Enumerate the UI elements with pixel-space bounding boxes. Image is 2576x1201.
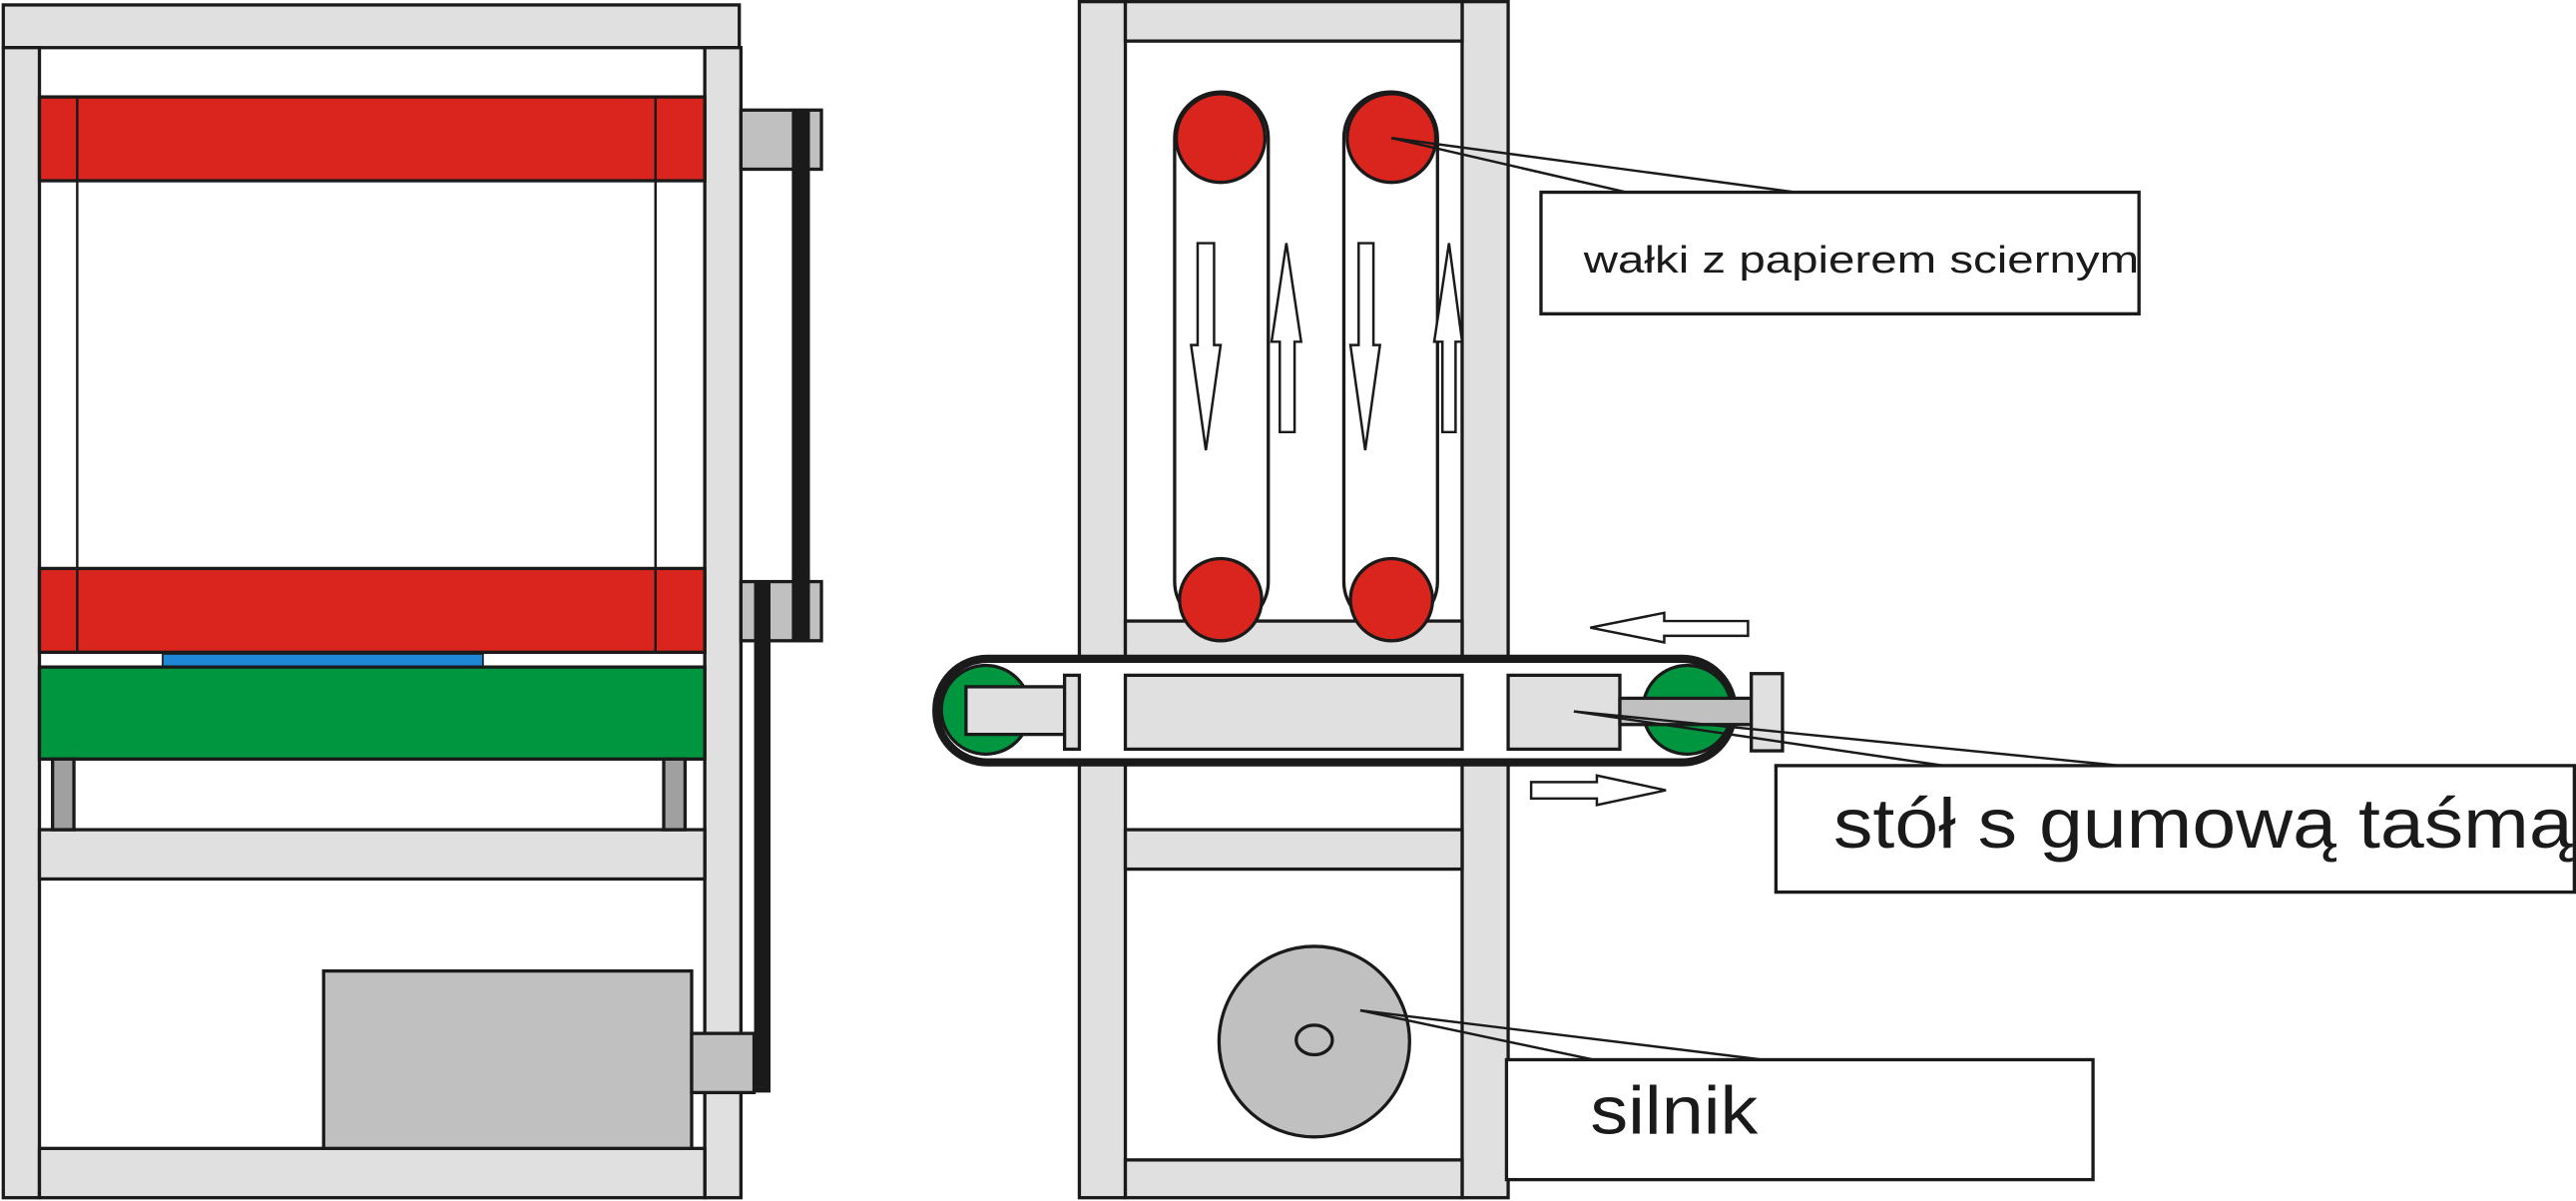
front-top-roller — [37, 95, 707, 183]
front-lower-belt — [754, 581, 771, 1093]
side-frame-right-post — [1460, 0, 1510, 1200]
arrow-right-icon — [1529, 774, 1667, 807]
motor-label-box — [1504, 1057, 2095, 1182]
arrow-down-icon — [1189, 242, 1223, 451]
side-frame-bottom-bar — [1123, 1158, 1464, 1200]
rollers-leader-line — [1391, 137, 1797, 194]
side-table-body — [1123, 673, 1464, 752]
front-frame-top-bar — [1, 3, 742, 50]
table-label-box — [1774, 764, 2576, 895]
front-frame-mid-bar — [37, 828, 707, 882]
sanding-roller-top-left — [1174, 92, 1268, 185]
front-table-leg-left — [51, 757, 76, 832]
side-frame-top-bar — [1123, 0, 1464, 43]
side-motor-shaft — [1294, 1023, 1334, 1057]
table-leader-line — [1573, 710, 1944, 768]
front-upper-belt — [791, 110, 810, 641]
arrow-up-icon — [1432, 243, 1464, 434]
table-left-flange — [1062, 673, 1082, 752]
table-left-extension — [964, 685, 1070, 737]
rollers-label: wałki z papierem sciernym — [1583, 240, 2140, 282]
table-leader-line — [1573, 710, 2120, 768]
front-table — [37, 665, 707, 761]
front-bottom-roller — [37, 566, 707, 654]
table-right-block — [1506, 673, 1622, 752]
front-motor-pulley — [690, 1031, 757, 1095]
front-frame-right-post — [703, 46, 744, 1200]
front-motor — [321, 968, 694, 1150]
workpiece — [162, 653, 484, 668]
callouts — [1359, 137, 2576, 1182]
rollers-label-box — [1539, 190, 2141, 315]
front-table-leg-right — [662, 757, 688, 832]
table-label: stół s gumową taśmą — [1833, 784, 2573, 863]
sanding-roller-bottom-right — [1348, 556, 1434, 643]
motor-leader-line — [1359, 1008, 1594, 1061]
rollers-leader-line — [1390, 137, 1627, 194]
motor-leader-line — [1359, 1008, 1764, 1061]
sanding-roller-bottom-left — [1178, 556, 1264, 643]
front-frame-left-post — [1, 46, 42, 1200]
front-frame-bottom-bar — [37, 1146, 707, 1200]
side-frame-left-post — [1077, 0, 1128, 1200]
arrow-up-icon — [1270, 243, 1303, 434]
arrow-down-icon — [1348, 242, 1382, 451]
motor-label: silnik — [1590, 1074, 1758, 1149]
side-frame-mid-bar — [1123, 828, 1464, 872]
front-view — [1, 3, 823, 1200]
sanding-roller-top-right — [1345, 92, 1438, 185]
arrow-left-icon — [1590, 611, 1750, 644]
side-view — [932, 0, 1785, 1200]
